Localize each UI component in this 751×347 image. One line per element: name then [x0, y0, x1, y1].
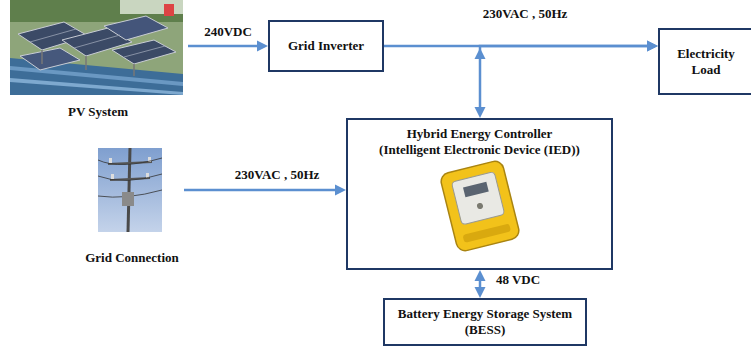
arrow-head: [335, 185, 346, 196]
arrow-head: [257, 41, 268, 52]
pv-photo: [10, 0, 183, 95]
node-title: Grid Inverter: [288, 38, 364, 54]
edge-label: 230VAC , 50Hz: [481, 6, 570, 22]
node-title: Hybrid Energy Controller: [407, 126, 553, 142]
controller-device: [439, 159, 520, 252]
arrow-head: [475, 107, 486, 118]
arrow-head: [475, 48, 486, 59]
connector: [184, 185, 346, 196]
node-subtitle: (Intelligent Electronic Device (IED)): [379, 142, 580, 158]
edge-label: 48 VDC: [494, 272, 542, 288]
arrow-head: [475, 287, 486, 298]
storage-box: Battery Energy Storage System (BESS): [383, 298, 587, 346]
edge-label: 230VAC , 50Hz: [233, 167, 322, 183]
node-title: Grid Connection: [85, 250, 179, 266]
edge-label: 240VDC: [202, 24, 254, 40]
pv-system: PV System: [8, 0, 188, 122]
node-title: PV System: [68, 104, 128, 120]
process-box: Grid Inverter: [268, 20, 384, 72]
connector: [188, 41, 268, 52]
connector-line: [184, 189, 337, 192]
grid-connection: Grid Connection: [80, 146, 184, 268]
connector: [475, 270, 486, 298]
controller-box: Hybrid Energy Controller(Intelligent Ele…: [346, 118, 613, 270]
connector-line: [480, 46, 649, 109]
arrow-head: [647, 41, 658, 52]
grid-pole-photo: [98, 148, 162, 232]
arrow-head: [647, 41, 658, 52]
node-title: Electricity Load: [666, 46, 746, 77]
connector-line: [188, 45, 259, 48]
process-box: Electricity Load: [658, 28, 751, 95]
connector: [475, 41, 659, 119]
arrow-head: [475, 270, 486, 281]
node-title: Battery Energy Storage System (BESS): [391, 306, 579, 337]
